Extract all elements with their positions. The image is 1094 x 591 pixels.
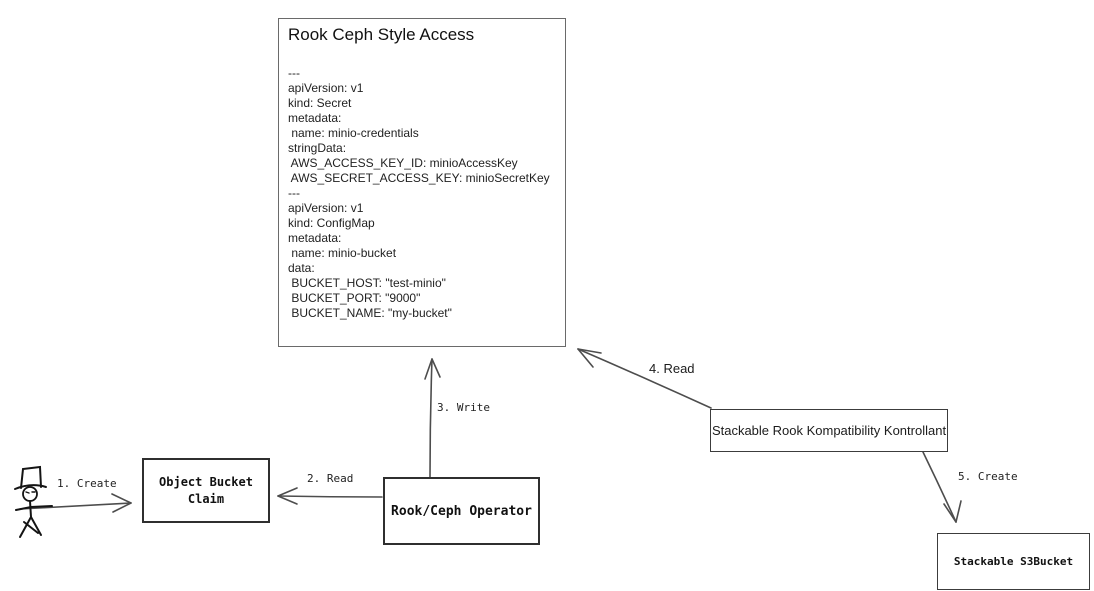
- yaml-line: kind: Secret: [288, 96, 352, 110]
- yaml-line: metadata:: [288, 111, 342, 125]
- yaml-line: BUCKET_NAME: "my-bucket": [288, 306, 452, 320]
- yaml-line: BUCKET_PORT: "9000": [288, 291, 421, 305]
- arrow-3-write: [424, 358, 441, 478]
- yaml-line: kind: ConfigMap: [288, 216, 375, 230]
- edge-label-4-read: 4. Read: [649, 361, 695, 376]
- node-stackable-s3bucket: Stackable S3Bucket: [937, 533, 1090, 590]
- node-rook-ceph-style-access: Rook Ceph Style Access ---apiVersion: v1…: [278, 18, 566, 347]
- yaml-line: BUCKET_HOST: "test-minio": [288, 276, 446, 290]
- node-label: Object Bucket Claim: [159, 474, 253, 506]
- node-label: Stackable S3Bucket: [953, 555, 1074, 568]
- edge-label-2-read: 2. Read: [307, 472, 354, 485]
- yaml-line: data:: [288, 261, 315, 275]
- yaml-line: name: minio-credentials: [288, 126, 419, 140]
- yaml-line: stringData:: [288, 141, 347, 155]
- edge-label-3-write: 3. Write: [437, 401, 490, 414]
- node-object-bucket-claim: Object Bucket Claim: [142, 458, 270, 523]
- node-label: Rook/Ceph Operator: [391, 503, 532, 519]
- node-rook-ceph-operator: Rook/Ceph Operator: [383, 477, 540, 545]
- arrow-4-read: [577, 348, 712, 409]
- yaml-line: ---: [288, 66, 300, 80]
- edge-label-5-create: 5. Create: [958, 470, 1018, 483]
- node-stackable-rook-kontrollant: Stackable Rook Kompatibility Kontrollant: [710, 409, 948, 452]
- yaml-line: AWS_ACCESS_KEY_ID: minioAccessKey: [288, 156, 518, 170]
- node-label: Stackable Rook Kompatibility Kontrollant: [711, 423, 947, 438]
- arrow-5-create: [922, 451, 962, 523]
- yaml-line: ---: [288, 186, 300, 200]
- user-stick-figure: [14, 465, 53, 538]
- yaml-line: name: minio-bucket: [288, 246, 397, 260]
- yaml-line: apiVersion: v1: [288, 201, 364, 215]
- arrow-2-read: [277, 487, 383, 505]
- yaml-line: AWS_SECRET_ACCESS_KEY: minioSecretKey: [288, 171, 550, 185]
- rook-box-title: Rook Ceph Style Access: [288, 25, 475, 44]
- arrow-1-create: [19, 493, 132, 513]
- yaml-line: metadata:: [288, 231, 342, 245]
- edge-label-1-create: 1. Create: [57, 477, 117, 490]
- yaml-line: apiVersion: v1: [288, 81, 364, 95]
